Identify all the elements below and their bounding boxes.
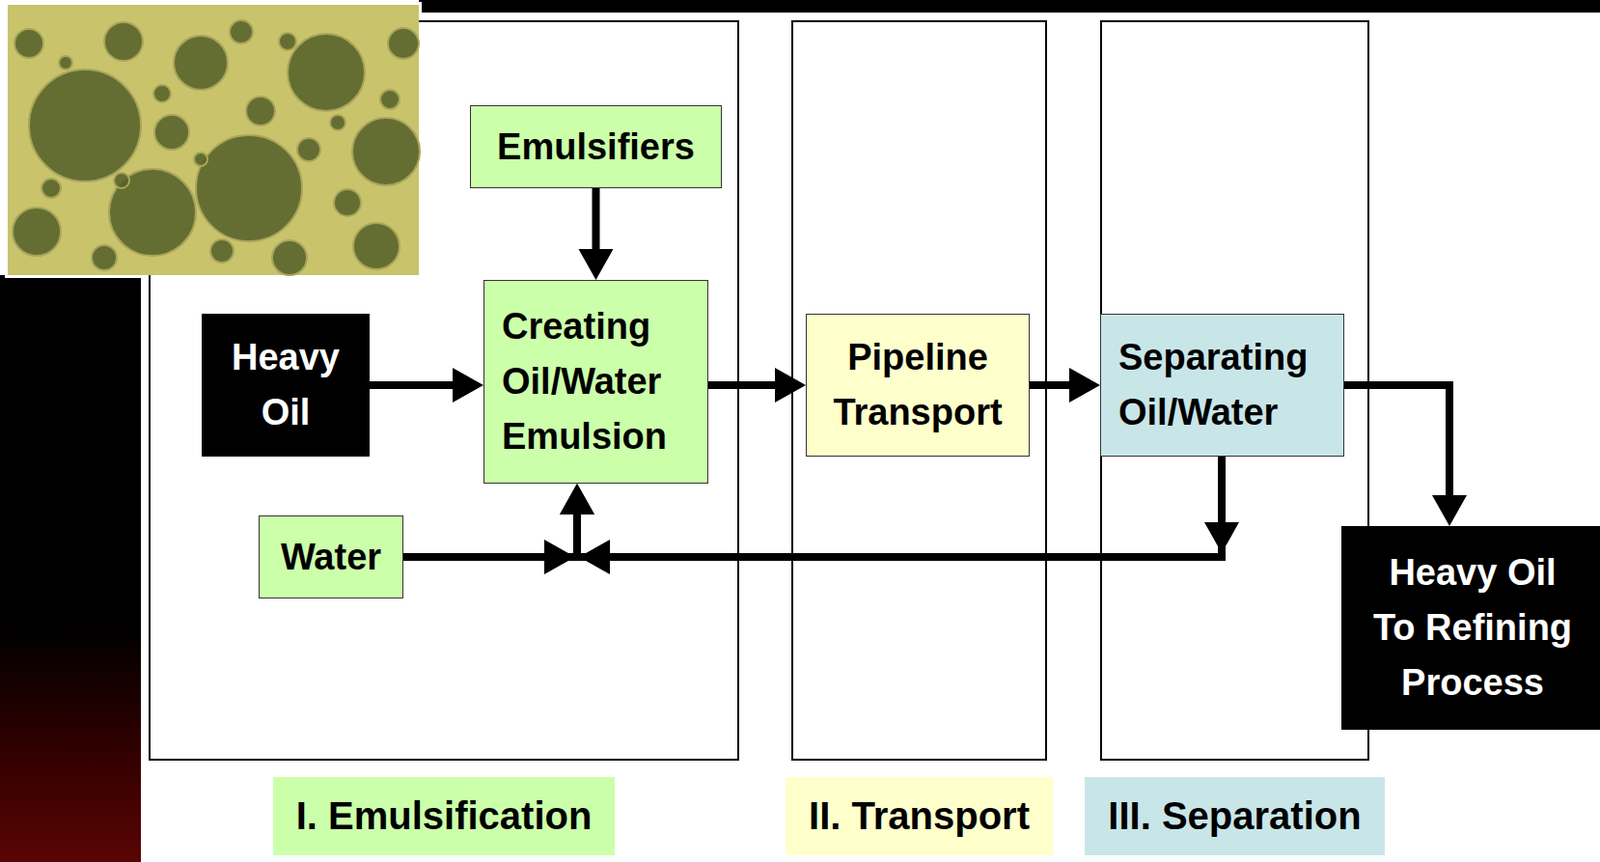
flow-arrow xyxy=(1344,385,1467,526)
droplets xyxy=(12,20,420,276)
droplet xyxy=(58,55,73,70)
droplet xyxy=(173,35,228,90)
flow-arrow xyxy=(1029,367,1101,403)
arrow-line xyxy=(708,381,777,389)
droplet xyxy=(91,245,117,271)
flow-arrow xyxy=(579,188,614,280)
flow-arrow xyxy=(369,367,484,403)
droplet xyxy=(41,178,61,198)
droplet xyxy=(330,114,346,131)
droplet xyxy=(380,89,400,110)
micrograph-frame xyxy=(4,1,422,278)
droplet xyxy=(272,240,307,276)
stage-title: II. Transport xyxy=(808,776,1030,856)
droplet xyxy=(210,239,234,263)
arrow-line xyxy=(592,188,601,251)
emulsion-micrograph xyxy=(4,1,422,278)
process-box: Pipeline Transport xyxy=(805,313,1030,457)
droplet xyxy=(352,117,420,186)
droplet xyxy=(387,27,419,59)
input-box: Water xyxy=(258,515,404,599)
droplet xyxy=(353,222,400,270)
droplet xyxy=(113,172,130,189)
box-text: Pipeline Transport xyxy=(818,330,1018,441)
stage-title: I. Emulsification xyxy=(296,776,593,856)
stage-label: I. Emulsification xyxy=(273,776,616,856)
droplet xyxy=(12,207,61,256)
droplet xyxy=(154,114,190,150)
droplet xyxy=(28,69,141,182)
stage-panel: II. TransportPipeline Transport xyxy=(791,20,1048,761)
micrograph-ground xyxy=(7,4,419,276)
top-bar xyxy=(418,0,1600,13)
box-text: Heavy Oil To Refining Process xyxy=(1364,545,1581,711)
arrow-head xyxy=(1069,367,1101,403)
arrow-head xyxy=(559,483,595,515)
box-text: Creating Oil/Water Emulsion xyxy=(501,299,690,465)
arrow-head xyxy=(559,483,595,515)
box-text: Water xyxy=(280,529,382,585)
input-box: Emulsifiers xyxy=(469,105,722,189)
stage-panel: III. SeparationSeparating Oil/Water xyxy=(1100,20,1370,761)
droplet xyxy=(193,152,208,166)
droplet xyxy=(229,20,253,44)
arrow-head xyxy=(774,367,806,403)
stage-label: II. Transport xyxy=(785,776,1053,856)
arrow-line xyxy=(369,381,455,389)
output-box: Heavy Oil To Refining Process xyxy=(1341,525,1600,730)
droplet xyxy=(333,189,361,217)
droplet xyxy=(104,22,143,61)
feed-box: Heavy Oil xyxy=(201,313,370,457)
arrow-line xyxy=(1344,385,1450,497)
droplet xyxy=(297,137,321,162)
process-box: Separating Oil/Water xyxy=(1100,313,1345,457)
arrow-head xyxy=(579,248,614,280)
arrow-line xyxy=(1029,381,1072,389)
box-text: Separating Oil/Water xyxy=(1118,330,1326,441)
droplet xyxy=(153,84,171,103)
box-text: Emulsifiers xyxy=(496,119,695,175)
droplet xyxy=(195,135,303,242)
stage-title: III. Separation xyxy=(1107,776,1361,856)
droplet xyxy=(14,28,44,58)
arrow-head xyxy=(1432,495,1467,526)
arrow-head xyxy=(1204,522,1240,553)
arrow-head xyxy=(579,539,610,575)
process-box: Creating Oil/Water Emulsion xyxy=(483,279,709,484)
droplet xyxy=(109,168,196,256)
droplet xyxy=(246,96,276,126)
box-text: Heavy Oil xyxy=(207,330,364,441)
droplet xyxy=(287,33,365,111)
arrow-head xyxy=(452,367,484,403)
droplet xyxy=(278,32,297,51)
side-bar xyxy=(0,275,141,862)
arrow-head xyxy=(544,539,576,575)
flow-arrow xyxy=(403,483,595,575)
stage-label: III. Separation xyxy=(1084,776,1384,856)
